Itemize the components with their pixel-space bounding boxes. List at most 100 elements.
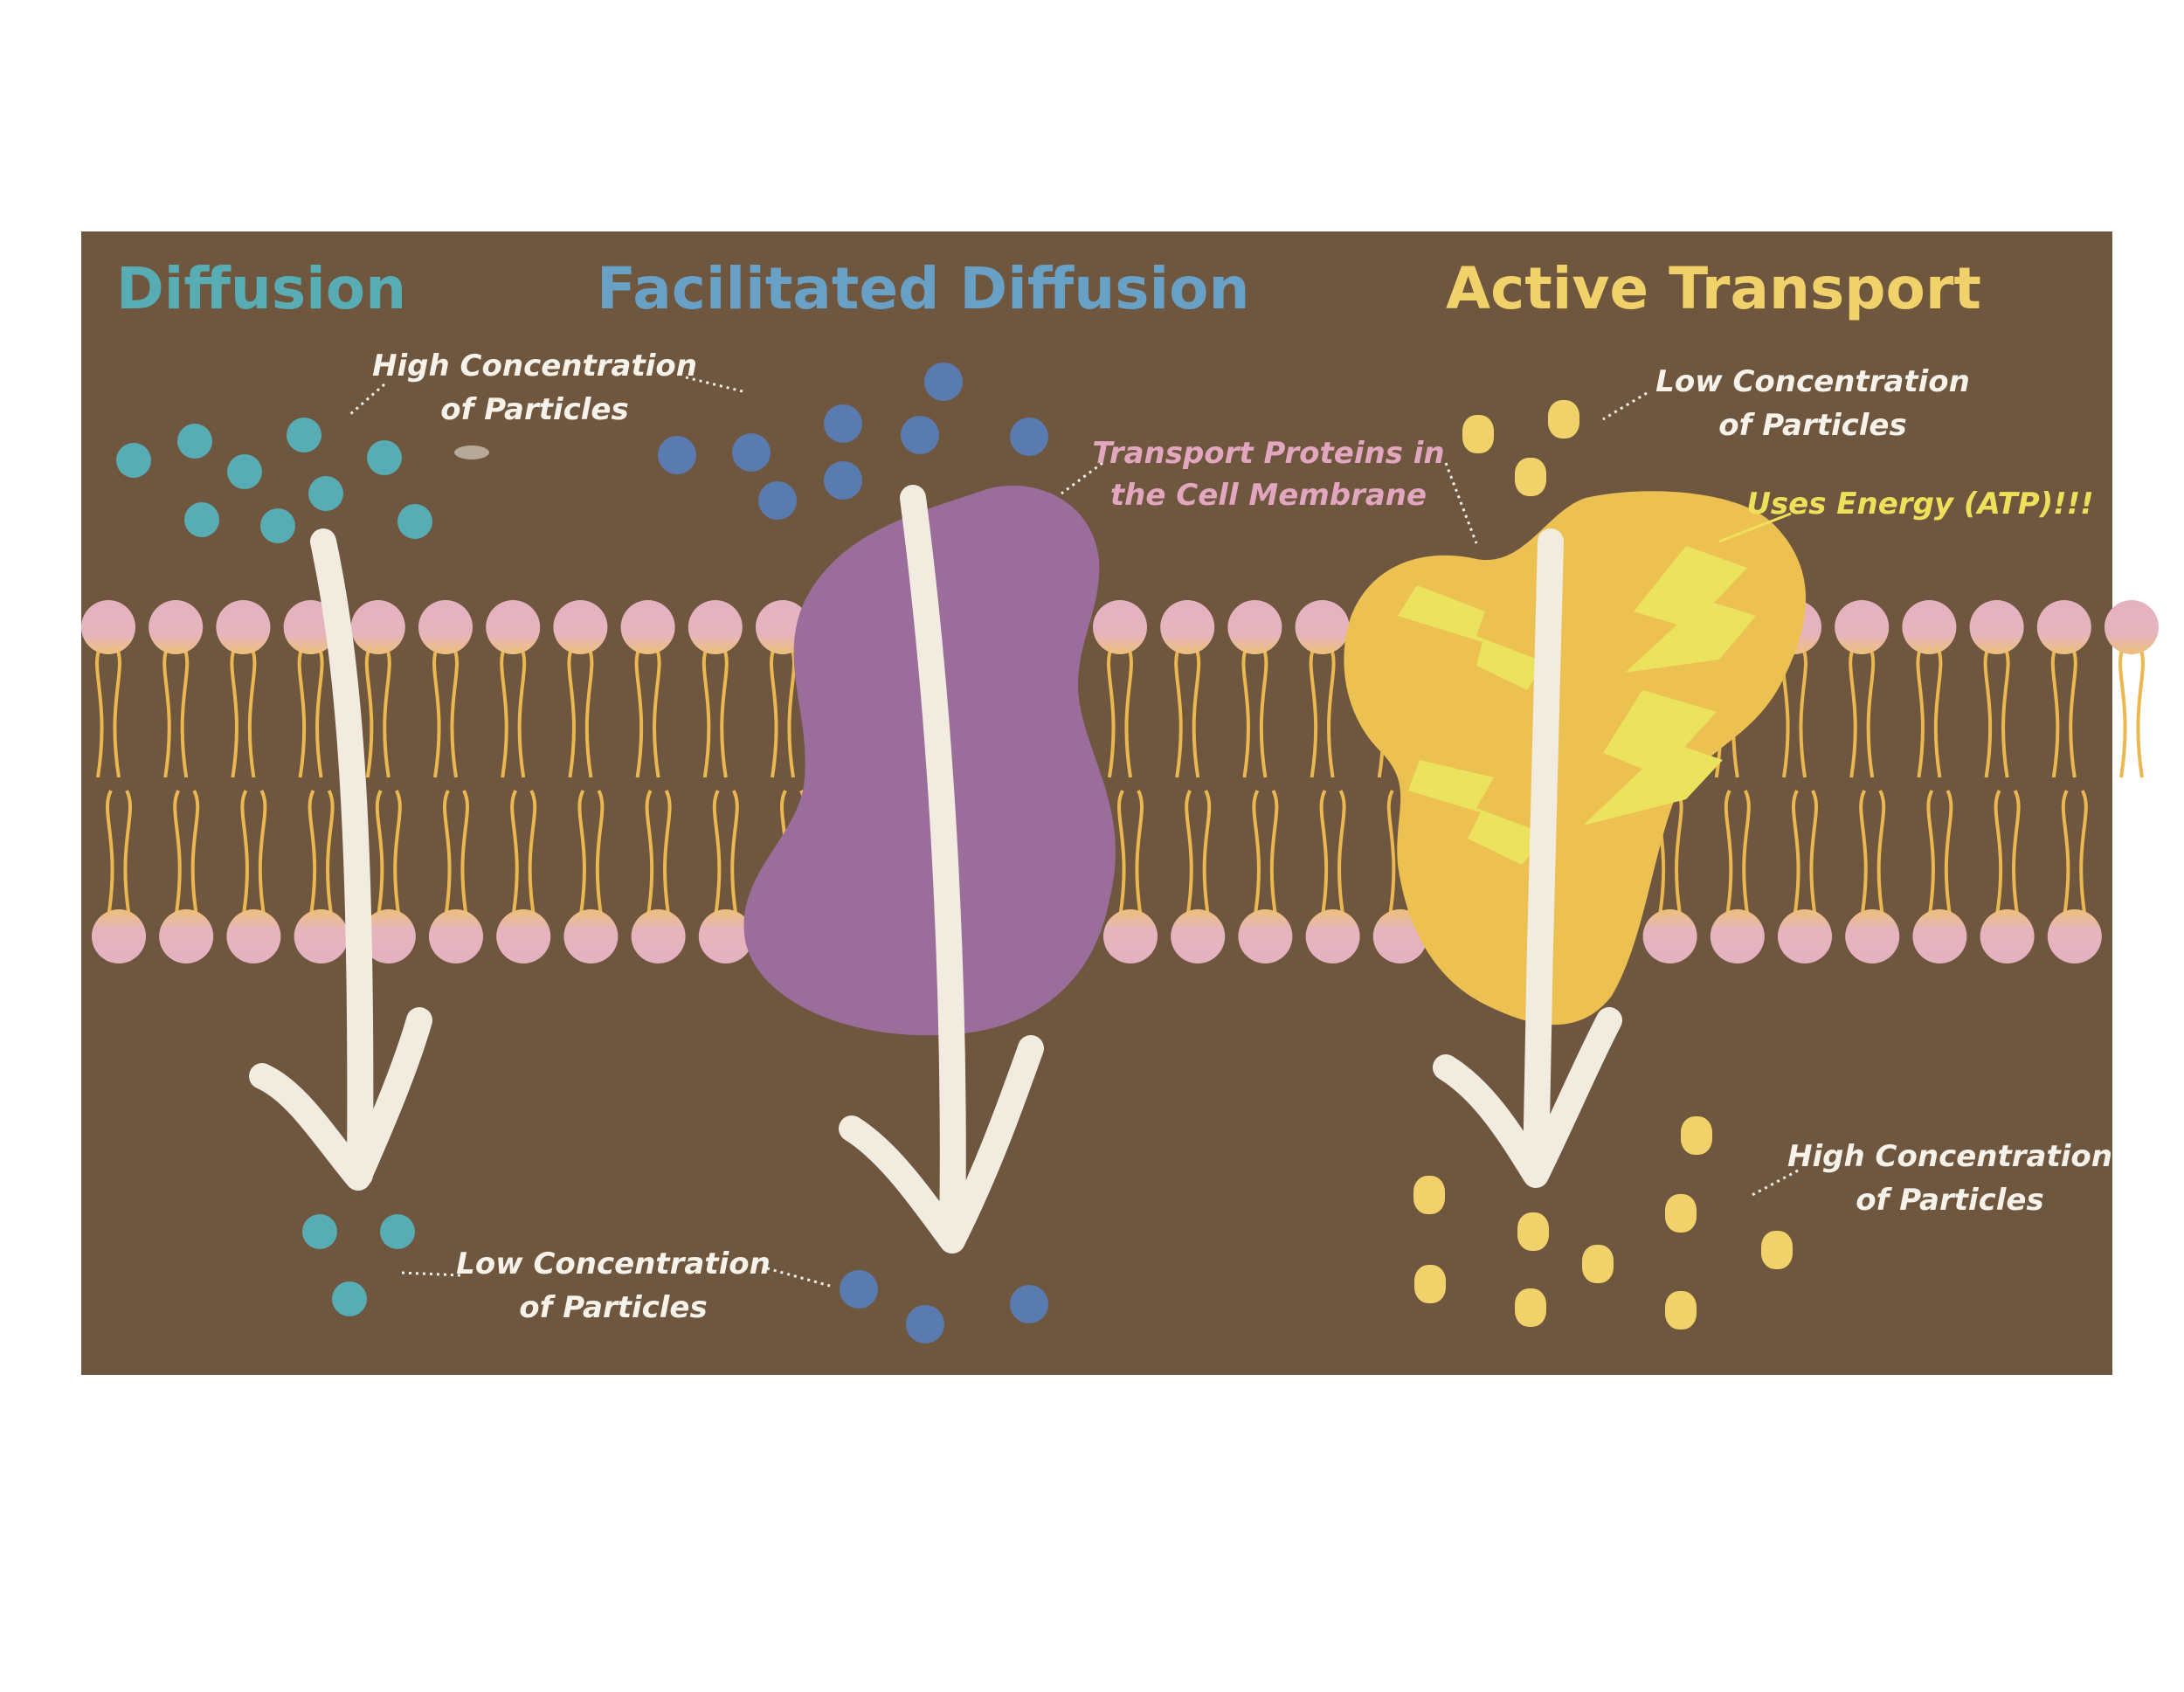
lipid-head bbox=[418, 600, 473, 654]
lipid-tail bbox=[297, 646, 307, 778]
lipid-head bbox=[294, 909, 349, 963]
diffusion-particle bbox=[260, 508, 295, 543]
lipid-head bbox=[1160, 600, 1215, 654]
lipid-tail bbox=[2079, 790, 2088, 918]
facilitated-particle bbox=[901, 416, 939, 454]
lipid-head bbox=[1778, 909, 1832, 963]
lipid-head bbox=[1980, 909, 2035, 963]
transport-arrows bbox=[249, 485, 1622, 1253]
lipid-tail bbox=[1791, 790, 1800, 918]
lipid-tail bbox=[1269, 790, 1279, 918]
leader-atp bbox=[1718, 512, 1792, 543]
lipid-head bbox=[1642, 909, 1697, 963]
lipid-tail bbox=[442, 790, 452, 918]
lipid-tail bbox=[702, 646, 711, 778]
lipid-head bbox=[620, 600, 675, 654]
active-particle bbox=[1517, 1212, 1549, 1251]
lipid-tail bbox=[190, 790, 200, 918]
lipid-tail bbox=[1116, 790, 1126, 918]
lipid-tail bbox=[2061, 790, 2070, 918]
diffusion-particle bbox=[332, 1281, 367, 1316]
facilitated-particle bbox=[1010, 1285, 1048, 1323]
lipid-tail bbox=[1309, 646, 1318, 778]
lipid-tail bbox=[113, 646, 122, 778]
phospholipid-bottom bbox=[92, 790, 146, 963]
lipid-tail bbox=[1849, 646, 1857, 778]
diffusion-particle bbox=[308, 476, 343, 511]
lipid-tail bbox=[1259, 646, 1268, 778]
phospholipid-bottom bbox=[496, 790, 551, 963]
lipid-head bbox=[1305, 909, 1360, 963]
lipid-tail bbox=[180, 646, 190, 778]
lipid-tail bbox=[712, 790, 722, 918]
diffusion-particle bbox=[302, 1214, 337, 1249]
leader-transport-proteins-left bbox=[1061, 461, 1103, 495]
lipid-head bbox=[496, 909, 551, 963]
lipid-tail bbox=[1944, 790, 1953, 918]
facilitated-particle bbox=[658, 436, 696, 474]
lipid-tail bbox=[1859, 790, 1868, 918]
lipid-tail bbox=[383, 646, 391, 778]
lipid-head bbox=[216, 600, 271, 654]
lipid-tail bbox=[528, 790, 537, 918]
active-particle bbox=[1681, 1116, 1712, 1155]
lipid-tail bbox=[2012, 790, 2021, 918]
phospholipid-top bbox=[81, 600, 135, 778]
active-particle bbox=[1515, 458, 1546, 496]
lipid-head bbox=[1093, 600, 1147, 654]
lightning-bolt-icon bbox=[1583, 690, 1723, 825]
lipid-tail bbox=[720, 646, 729, 778]
lipid-tail bbox=[1994, 790, 2003, 918]
facilitated-particle bbox=[824, 461, 862, 500]
facilitated-particle bbox=[824, 404, 862, 443]
lipid-head bbox=[361, 909, 416, 963]
label-uses-energy: Uses Energy (ATP)!!! bbox=[1746, 487, 2093, 521]
facilitated-particle bbox=[732, 433, 771, 472]
lipid-tail bbox=[364, 646, 374, 778]
label-active-low-line1: Low Concentration bbox=[1655, 364, 1970, 399]
lipid-tail bbox=[1135, 790, 1144, 918]
lipid-tail bbox=[375, 790, 384, 918]
lipid-head bbox=[149, 600, 204, 654]
lipid-head bbox=[1227, 600, 1282, 654]
lipid-tail bbox=[1106, 646, 1116, 778]
lipid-head bbox=[1969, 600, 2024, 654]
lipid-head bbox=[1912, 909, 1967, 963]
phospholipid-top bbox=[1093, 600, 1147, 778]
active-particle bbox=[1665, 1194, 1697, 1233]
diffusion-particle bbox=[380, 1214, 415, 1249]
active-arrow-icon bbox=[1433, 528, 1622, 1188]
phospholipid-top bbox=[553, 600, 608, 778]
lipid-tail bbox=[634, 646, 644, 778]
lipid-tail bbox=[1916, 646, 1925, 778]
phospholipid-bottom bbox=[1238, 790, 1293, 963]
label-low-concentration: Low Concentration of Particles bbox=[456, 1247, 771, 1325]
label-active-high-line1: High Concentration bbox=[1787, 1139, 2112, 1174]
lipid-head bbox=[226, 909, 281, 963]
phospholipid-bottom bbox=[1103, 790, 1158, 963]
label-low-line1: Low Concentration bbox=[456, 1247, 771, 1281]
lipid-tail bbox=[500, 646, 508, 778]
lipid-head bbox=[429, 909, 483, 963]
active-particle bbox=[1582, 1245, 1614, 1283]
lightning-bolt-icon bbox=[1398, 585, 1545, 690]
active-particle bbox=[1413, 1176, 1445, 1214]
lipid-tail bbox=[1799, 646, 1808, 778]
lipid-tail bbox=[450, 646, 460, 778]
phospholipid-bottom bbox=[294, 790, 349, 963]
phospholipid-bottom bbox=[1305, 790, 1360, 963]
phospholipid-bottom bbox=[1912, 790, 1967, 963]
phospholipid-top bbox=[1295, 600, 1350, 778]
lipid-head bbox=[81, 600, 135, 654]
lipid-tail bbox=[240, 790, 249, 918]
lipid-head bbox=[1238, 909, 1293, 963]
lipid-tail bbox=[2050, 646, 2060, 778]
label-low-line2: of Particles bbox=[519, 1290, 707, 1325]
phospholipid-bottom bbox=[361, 790, 416, 963]
label-diffusion-high-line1: High Concentration bbox=[372, 349, 697, 383]
phospholipid-top bbox=[2105, 600, 2159, 778]
title-facilitated-diffusion: Facilitated Diffusion bbox=[597, 255, 1249, 322]
label-leaders bbox=[349, 376, 1799, 1288]
phospholipid-top bbox=[1835, 600, 1890, 778]
